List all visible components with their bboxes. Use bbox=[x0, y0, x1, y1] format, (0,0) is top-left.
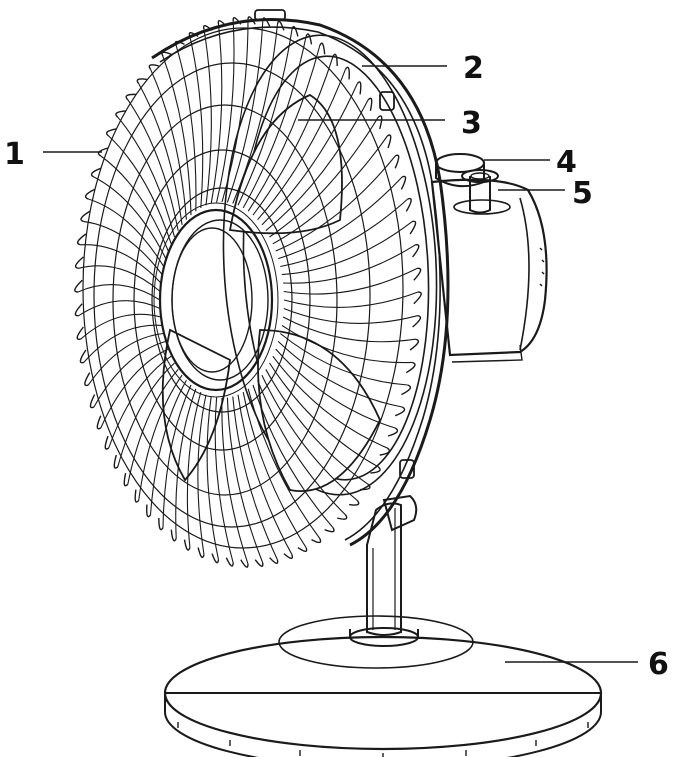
callout-4: 4 bbox=[556, 145, 577, 180]
front-guard-spokes bbox=[77, 19, 419, 565]
callout-labels: 1 2 3 4 5 6 bbox=[4, 51, 669, 682]
callout-5: 5 bbox=[572, 176, 593, 211]
guard-rim-ring bbox=[151, 9, 450, 547]
callout-leaders bbox=[43, 65, 638, 663]
callout-2: 2 bbox=[463, 51, 484, 86]
fan-base bbox=[163, 615, 603, 757]
oscillation-knob bbox=[453, 169, 511, 215]
callout-6: 6 bbox=[648, 647, 669, 682]
callout-1: 1 bbox=[4, 137, 25, 172]
front-guard-rings bbox=[82, 27, 404, 549]
callout-3: 3 bbox=[461, 106, 482, 141]
rear-guard bbox=[222, 34, 438, 496]
front-guard-edge bbox=[74, 16, 422, 568]
guard-center-badge bbox=[153, 202, 279, 398]
